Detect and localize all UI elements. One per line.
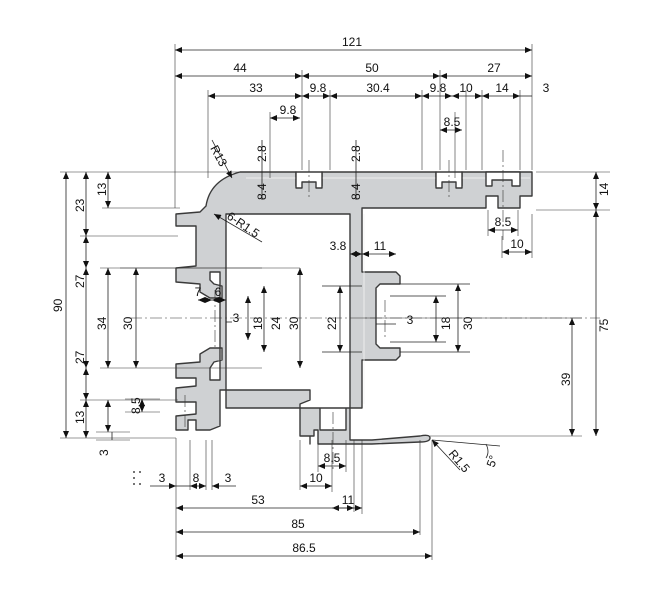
- dim-3-bot-b: 3: [225, 471, 232, 485]
- dim-30-inner-b: 30: [287, 316, 301, 330]
- extension-lines: [60, 44, 610, 560]
- dim-86-5: 86.5: [292, 541, 316, 555]
- dim-3-top: 3: [543, 81, 550, 95]
- dim-14-top: 14: [495, 81, 509, 95]
- dim-13-bot: 13: [73, 410, 87, 424]
- profile-highlight: [246, 177, 530, 404]
- dim-23: 23: [73, 198, 87, 212]
- dimension-labels: 121 44 50 27 33 9.8 30.4 9.8 10 14 3 9.8…: [51, 35, 611, 555]
- dim-8-4-a: 8.4: [255, 183, 269, 200]
- dim-10-top: 10: [459, 81, 473, 95]
- dim-2-8-b: 2.8: [349, 145, 363, 162]
- dim-3-inner: 3: [233, 311, 240, 325]
- dim-3-left: 3: [97, 449, 111, 456]
- dim-3-mid: 3: [407, 313, 414, 327]
- dim-slot-9-8: 9.8: [280, 103, 297, 117]
- dim-10-tr: 10: [510, 237, 524, 251]
- dim-8-5-left: 8.5: [129, 397, 143, 414]
- dimension-lines: [63, 47, 599, 559]
- dim-6: 6: [215, 285, 222, 299]
- dim-18-inner: 18: [251, 316, 265, 330]
- dim-r13: R13: [207, 143, 230, 169]
- dim-5-degree: 5°: [484, 453, 501, 469]
- dim-27-top-left: 27: [73, 274, 87, 288]
- dim-9-8-a: 9.8: [310, 81, 327, 95]
- dim-14-right: 14: [597, 182, 611, 196]
- dim-30-inner-a: 30: [121, 316, 135, 330]
- dim-11-mid: 11: [374, 239, 387, 253]
- dim-7: 7: [195, 285, 202, 299]
- dim-27-top: 27: [487, 61, 501, 75]
- dim-8-5-tr: 8.5: [495, 215, 512, 229]
- dim-slot-8-5: 8.5: [444, 115, 461, 129]
- dim-30-mid: 30: [461, 316, 475, 330]
- dim-34: 34: [95, 316, 109, 330]
- dim-9-8-b: 9.8: [430, 81, 447, 95]
- bottom-left-marks: [133, 471, 141, 485]
- dim-44: 44: [233, 61, 247, 75]
- dim-53: 53: [251, 493, 265, 507]
- dim-3-bot-a: 3: [159, 471, 166, 485]
- dim-24: 24: [269, 316, 283, 330]
- dim-30-4: 30.4: [366, 81, 390, 95]
- dim-8-4-b: 8.4: [349, 183, 363, 200]
- dim-75: 75: [597, 318, 611, 332]
- dim-r1-5-tip: R1.5: [446, 447, 473, 476]
- dim-11-bot: 11: [342, 493, 355, 507]
- dim-13-top: 13: [95, 182, 109, 196]
- dim-3-8: 3.8: [330, 239, 347, 253]
- dim-50: 50: [365, 61, 379, 75]
- dim-90: 90: [51, 298, 65, 312]
- dim-2-8-a: 2.8: [255, 145, 269, 162]
- dim-33: 33: [249, 81, 263, 95]
- dim-18-mid: 18: [439, 316, 453, 330]
- dim-27-bot-left: 27: [73, 350, 87, 364]
- dim-8-bot: 8: [193, 471, 200, 485]
- dim-22: 22: [325, 316, 339, 330]
- dim-10-bot: 10: [309, 471, 323, 485]
- dim-121: 121: [342, 35, 362, 49]
- dim-39: 39: [559, 372, 573, 386]
- dim-8-5-bot: 8.5: [324, 451, 341, 465]
- dim-85: 85: [291, 517, 305, 531]
